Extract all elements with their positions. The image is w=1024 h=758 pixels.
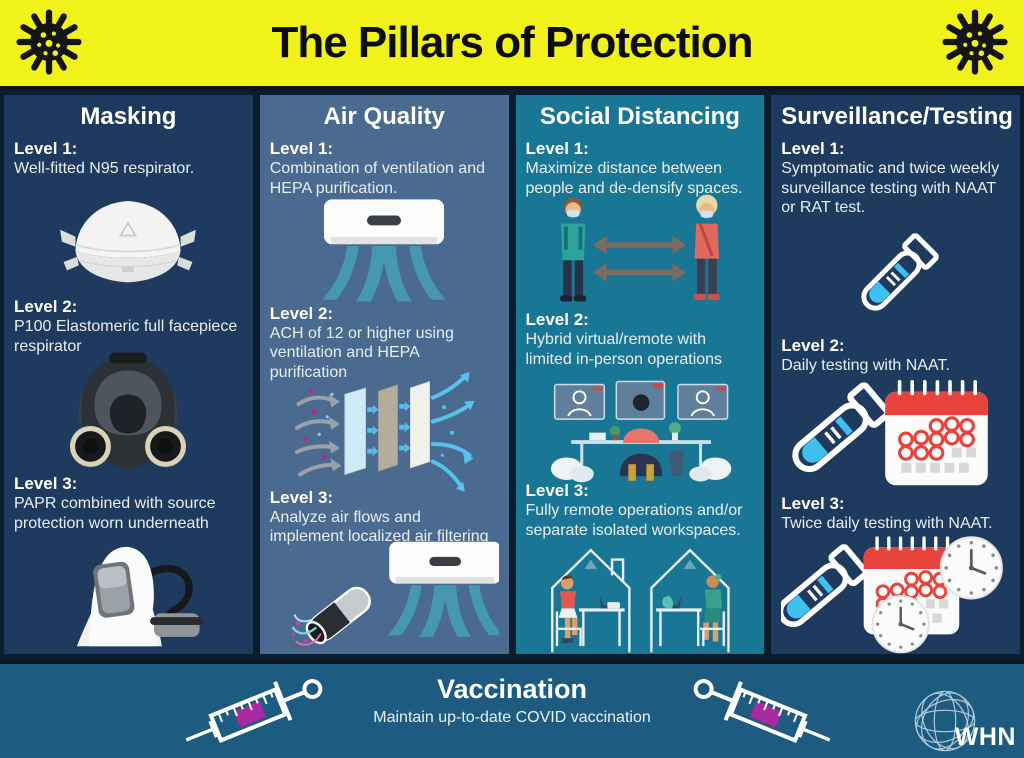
level-block: Level 1: Symptomatic and twice weekly su…	[781, 139, 1010, 218]
level-illustration	[14, 536, 243, 648]
level-label: Level 2:	[269, 303, 334, 323]
level-illustration	[781, 378, 1010, 490]
pillar-title: Social Distancing	[539, 103, 740, 130]
level-block: Level 3: Fully remote operations and/or …	[526, 481, 755, 540]
footer-subtitle: Maintain up-to-date COVID vaccination	[373, 709, 651, 726]
level-illustration	[270, 200, 499, 299]
hepa-filter-layers-icon	[294, 371, 475, 492]
pillar-title: Surveillance/Testing	[781, 103, 1013, 130]
header-banner: The Pillars of Protection	[0, 0, 1024, 90]
level-illustration	[781, 535, 1010, 654]
level-text: Daily testing with NAAT.	[781, 357, 950, 375]
page-title: The Pillars of Protection	[271, 18, 753, 67]
level-text: Hybrid virtual/remote with limited in-pe…	[525, 331, 723, 368]
full-facepiece-respirator-icon	[70, 352, 187, 470]
vaccination-footer: Vaccination Maintain up-to-date COVID va…	[0, 660, 1024, 758]
level-text: Well-fitted N95 respirator.	[14, 160, 195, 177]
test-tube-icon	[831, 226, 961, 326]
level-block: Level 2: Daily testing with NAAT.	[781, 336, 1010, 376]
level-block: Level 1: Maximize distance between peopl…	[526, 139, 755, 198]
level-text: PAPR combined with source protection wor…	[14, 495, 216, 532]
level-block: Level 2: P100 Elastomeric full facepiece…	[14, 297, 243, 356]
level-text: Maximize distance between people and de-…	[525, 160, 743, 197]
whn-logo: WHN	[908, 684, 1016, 758]
isolated-home-workspaces-icon	[550, 548, 730, 653]
level-label: Level 2:	[14, 296, 78, 316]
level-text: Fully remote operations and/or separate …	[525, 502, 743, 539]
test-tube-calendar-icon	[786, 379, 990, 487]
level-illustration	[270, 549, 499, 648]
pillar-title: Air Quality	[323, 103, 445, 130]
level-text: Analyze air flows and implement localize…	[269, 508, 489, 546]
n95-respirator-icon	[60, 200, 197, 283]
level-label: Level 3:	[781, 494, 845, 513]
pillar-air-quality: Air Quality Level 1: Combination of vent…	[259, 95, 509, 654]
whn-globe-icon	[914, 690, 976, 752]
air-conditioner-icon	[304, 194, 464, 306]
level-label: Level 1:	[14, 139, 78, 158]
level-label: Level 3:	[14, 474, 78, 494]
level-illustration	[526, 371, 755, 483]
level-illustration	[14, 352, 243, 470]
level-block: Level 2: ACH of 12 or higher using venti…	[270, 304, 499, 383]
level-block: Level 3: Analyze air flows and implement…	[270, 488, 499, 547]
level-text: Symptomatic and twice weekly surveillanc…	[781, 160, 1000, 217]
level-block: Level 3: Twice daily testing with NAAT.	[781, 494, 1010, 534]
level-label: Level 3:	[525, 481, 589, 500]
person-right	[693, 194, 720, 300]
pillar-surveillance-testing: Surveillance/Testing Level 1: Symptomati…	[771, 95, 1020, 654]
house-right	[649, 548, 730, 653]
whn-logo-text: WHN	[954, 723, 1016, 751]
localized-air-filter-icon	[291, 540, 499, 647]
pillar-columns: Masking Level 1: Well-fitted N95 respira…	[0, 90, 1024, 660]
level-block: Level 2: Hybrid virtual/remote with limi…	[526, 310, 755, 369]
pillar-masking: Masking Level 1: Well-fitted N95 respira…	[4, 95, 253, 654]
person-left	[560, 197, 587, 302]
footer-text: Vaccination Maintain up-to-date COVID va…	[0, 674, 1024, 727]
level-text: Twice daily testing with NAAT.	[781, 515, 993, 532]
house-left	[550, 548, 631, 653]
test-tube-calendar-clocks-icon	[781, 535, 1004, 654]
level-label: Level 1:	[525, 139, 589, 158]
papr-hood-icon	[77, 546, 204, 647]
level-illustration	[270, 371, 499, 492]
level-illustration	[781, 220, 1010, 332]
level-label: Level 1:	[269, 139, 334, 158]
level-block: Level 3: PAPR combined with source prote…	[14, 474, 243, 533]
pillar-social-distancing: Social Distancing Level 1: Maximize dist…	[515, 95, 765, 654]
level-block: Level 1: Well-fitted N95 respirator.	[14, 139, 243, 179]
virus-icon	[940, 7, 1010, 77]
footer-title: Vaccination	[436, 674, 588, 704]
pillar-title: Masking	[80, 103, 177, 130]
level-illustration	[14, 181, 243, 293]
level-label: Level 1:	[781, 139, 845, 158]
virus-icon	[14, 7, 84, 77]
level-text: Combination of ventilation and HEPA puri…	[269, 160, 485, 197]
level-label: Level 2:	[525, 310, 589, 329]
level-text: P100 Elastomeric full facepiece respirat…	[14, 317, 238, 355]
level-illustration	[526, 542, 755, 653]
distanced-people-icon	[560, 194, 720, 302]
level-label: Level 3:	[269, 487, 334, 507]
syringe-icon	[678, 666, 838, 756]
level-text: ACH of 12 or higher using ventilation an…	[269, 324, 454, 381]
hybrid-remote-workstation-icon	[550, 380, 731, 483]
level-illustration	[526, 194, 755, 306]
level-block: Level 1: Combination of ventilation and …	[270, 139, 499, 198]
level-label: Level 2:	[781, 336, 845, 356]
